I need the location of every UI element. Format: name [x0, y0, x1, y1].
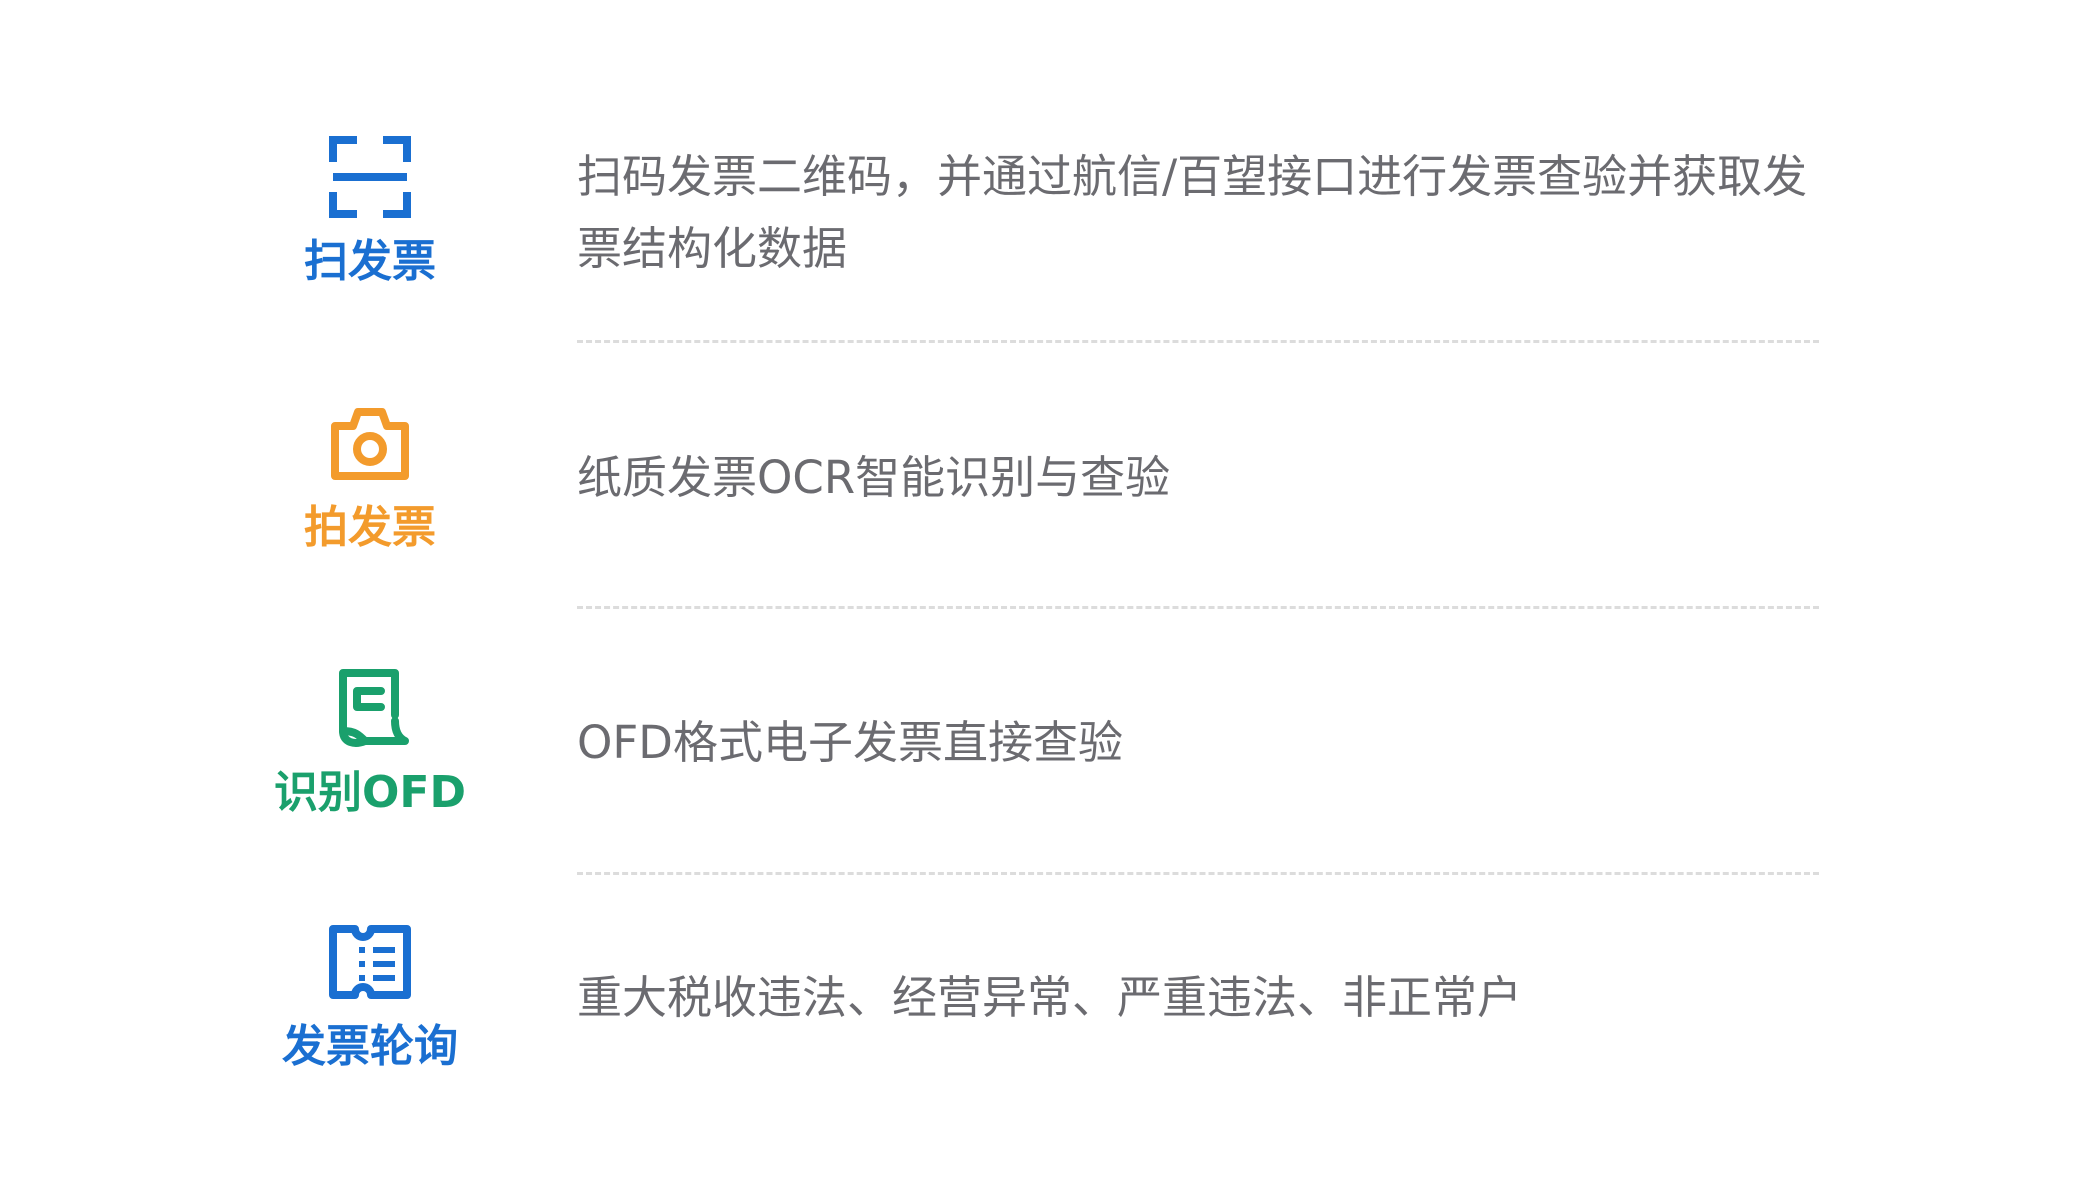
divider	[577, 872, 1819, 875]
ticket-list-icon	[325, 917, 415, 1007]
feature-icon-group: 发票轮询	[220, 917, 520, 1069]
feature-icon-group: 拍发票	[220, 398, 520, 550]
camera-icon	[325, 398, 415, 488]
scan-icon	[325, 132, 415, 222]
document-icon	[325, 663, 415, 753]
feature-label: 拍发票	[304, 502, 436, 553]
divider	[577, 340, 1819, 343]
feature-description: 重大税收违法、经营异常、严重违法、非正常户	[577, 971, 1523, 1024]
feature-icon-group: 扫发票	[220, 132, 520, 284]
feature-label: 识别OFD	[274, 767, 466, 818]
feature-description: 扫码发票二维码，并通过航信/百望接口进行发票查验并获取发票结构化数据	[577, 150, 1808, 275]
divider	[577, 606, 1819, 609]
feature-description: OFD格式电子发票直接查验	[577, 716, 1123, 769]
feature-label: 扫发票	[304, 236, 436, 287]
feature-description: 纸质发票OCR智能识别与查验	[577, 451, 1171, 504]
feature-label: 发票轮询	[282, 1021, 458, 1072]
feature-icon-group: 识别OFD	[220, 663, 520, 815]
